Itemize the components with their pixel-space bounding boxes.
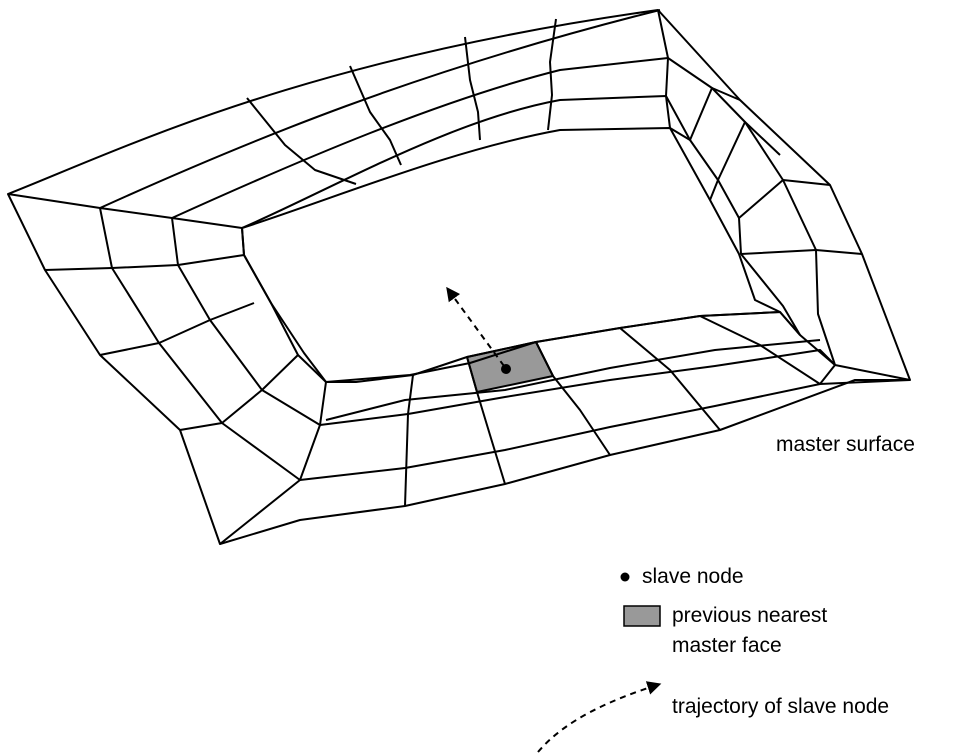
trajectory-arrow (446, 286, 505, 367)
outer-boundary (7, 9, 911, 545)
mesh-grid (7, 9, 911, 545)
legend-dashed-arrow-icon (537, 681, 662, 753)
inner-hole (241, 127, 781, 383)
face-legend-label-line1: previous nearest (672, 604, 828, 627)
band-lines-bottom (325, 339, 821, 421)
spokes-top (246, 9, 671, 185)
trajectory-legend-label: trajectory of slave node (672, 695, 890, 718)
master-surface-label: master surface (776, 433, 915, 456)
spokes-bottom (404, 315, 821, 507)
spokes-right (669, 87, 911, 381)
legend-dot-icon (620, 572, 630, 582)
face-legend-label-line2: master face (672, 634, 782, 657)
spokes-left (7, 193, 327, 545)
slave-node-dot (501, 364, 511, 374)
slave-node-legend-label: slave node (642, 565, 744, 588)
ring-1 (99, 9, 911, 481)
legend-swatch-icon (623, 605, 661, 627)
